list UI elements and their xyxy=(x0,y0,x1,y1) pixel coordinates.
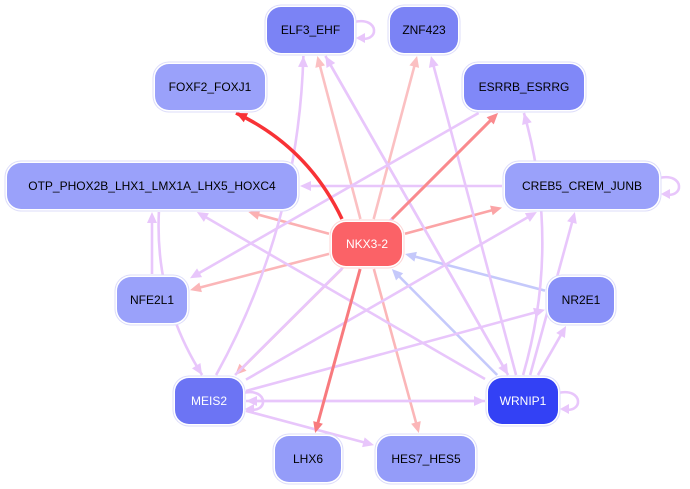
edge-wrnip1-to-wrnip1 xyxy=(557,390,580,414)
node-nkx3-2[interactable]: NKX3-2 xyxy=(332,222,402,266)
edge-nkx3-2-to-otp xyxy=(248,210,330,236)
edge-wrnip1-to-otp xyxy=(196,212,486,381)
edge-wrnip1-to-nkx3-2 xyxy=(391,269,499,376)
node-label: HES7_HES5 xyxy=(391,452,461,466)
edge-meis2-to-creb5 xyxy=(245,212,537,381)
node-znf423[interactable]: ZNF423 xyxy=(390,7,458,53)
edge-nkx3-2-to-foxf2_foxj1 xyxy=(235,111,344,220)
edge-elf3_ehf-to-elf3_ehf xyxy=(353,19,376,43)
node-otp-phox2b[interactable]: OTP_PHOX2B_LHX1_LMX1A_LHX5_HOXC4 xyxy=(7,163,297,209)
node-label: NR2E1 xyxy=(561,293,601,307)
edge-wrnip1-to-esrrb_esrrg xyxy=(521,112,544,376)
node-label: CREB5_CREM_JUNB xyxy=(521,179,643,193)
edge-meis2-to-hes7_hes5 xyxy=(245,409,374,448)
node-label: ELF3_EHF xyxy=(280,23,341,37)
node-wrnip1[interactable]: WRNIP1 xyxy=(488,378,558,424)
edge-wrnip1-to-nr2e1 xyxy=(536,326,567,376)
node-nr2e1[interactable]: NR2E1 xyxy=(548,277,614,323)
edge-nr2e1-to-nkx3-2 xyxy=(405,251,546,292)
edge-wrnip1-to-znf423 xyxy=(428,56,518,376)
node-label: NFE2L1 xyxy=(129,293,175,307)
edge-meis2-to-wrnip1 xyxy=(246,396,485,406)
edge-nkx3-2-to-esrrb_esrrg xyxy=(390,113,498,221)
edge-nkx3-2-to-nfe2l1 xyxy=(190,252,330,293)
node-label: MEIS2 xyxy=(190,394,227,408)
node-creb5-crem-junb[interactable]: CREB5_CREM_JUNB xyxy=(505,163,659,209)
edge-nkx3-2-to-creb5 xyxy=(404,205,502,236)
node-label: ESRRB_ESRRG xyxy=(478,80,570,94)
node-label: WRNIP1 xyxy=(499,394,547,408)
edge-nfe2l1-to-otp xyxy=(147,212,157,274)
edge-elf3_ehf-to-wrnip1 xyxy=(324,55,509,375)
edge-creb5-to-otp xyxy=(300,181,502,191)
node-lhx6[interactable]: LHX6 xyxy=(275,436,341,482)
node-label: LHX6 xyxy=(292,452,324,466)
edge-meis2-to-nr2e1 xyxy=(245,307,545,393)
node-label: NKX3-2 xyxy=(345,237,389,251)
node-label: FOXF2_FOXJ1 xyxy=(168,80,252,94)
edge-nkx3-2-to-elf3_ehf xyxy=(315,56,362,220)
node-meis2[interactable]: MEIS2 xyxy=(175,378,243,424)
edge-meis2-to-elf3_ehf xyxy=(214,55,309,376)
node-esrrb-esrrg[interactable]: ESRRB_ESRRG xyxy=(464,64,584,110)
edge-nkx3-2-to-znf423 xyxy=(372,56,420,220)
edge-nkx3-2-to-lhx6 xyxy=(313,268,362,433)
node-label: ZNF423 xyxy=(402,23,446,37)
node-foxf2-foxj1[interactable]: FOXF2_FOXJ1 xyxy=(155,64,265,110)
node-elf3-ehf[interactable]: ELF3_EHF xyxy=(267,7,354,53)
node-label: OTP_PHOX2B_LHX1_LMX1A_LHX5_HOXC4 xyxy=(28,179,276,193)
edge-esrrb_esrrg-to-nfe2l1 xyxy=(190,111,480,279)
edge-creb5-to-creb5 xyxy=(658,175,681,199)
node-nfe2l1[interactable]: NFE2L1 xyxy=(117,277,187,323)
node-hes7-hes5[interactable]: HES7_HES5 xyxy=(377,436,475,482)
